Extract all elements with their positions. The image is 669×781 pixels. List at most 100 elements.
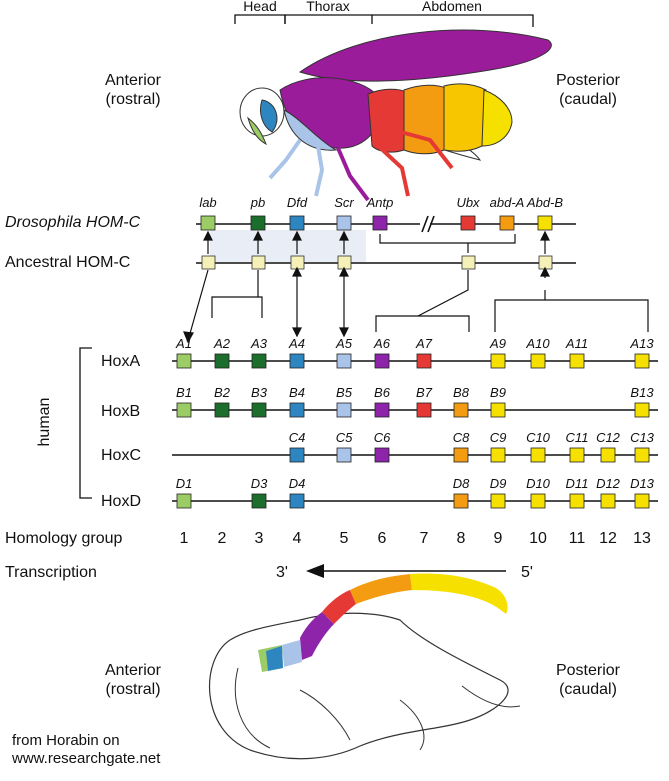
gene-label-c8: C8 [453,430,470,445]
homology-group-7: 7 [420,530,429,547]
gene-box-abd-b [537,215,553,231]
gene-label-d13: D13 [630,476,655,491]
gene-box-b8 [453,402,469,418]
credit-line-2: www.researchgate.net [12,750,161,767]
gene-label-a5: A5 [335,336,353,351]
gene-box-d1 [176,493,192,509]
gene-box-b3 [251,402,267,418]
gene-label-a6: A6 [373,336,391,351]
gene-box-b13 [634,402,650,418]
homology-group-8: 8 [457,530,466,547]
gene-box-a9 [490,353,506,369]
human-bracket [79,347,92,499]
gene-box-a10 [530,353,546,369]
gene-label-c6: C6 [374,430,391,445]
ancestral-box-2 [251,255,266,270]
gene-label-d3: D3 [251,476,268,491]
bottom-anterior-sub: (rostral) [105,681,160,698]
gene-box-a11 [569,353,585,369]
gene-label-a9: A9 [489,336,506,351]
homology-group-12: 12 [599,530,617,547]
gene-box-abd-a [499,215,515,231]
segment-brackets [234,14,534,27]
gene-label-d9: D9 [490,476,507,491]
gene-box-a1 [176,353,192,369]
ancestral-human-links [183,266,649,344]
gene-box-a5 [336,353,352,369]
gene-label-c13: C13 [630,430,655,445]
fly-abdomen-4 [481,89,513,147]
drosophila-label: Drosophila HOM-C [5,214,141,231]
gene-label-a11: A11 [565,336,588,351]
fly-abdomen-3 [443,83,487,152]
top-anterior-label: Anterior [105,72,162,89]
top-posterior-sub: (caudal) [559,91,617,108]
gene-label-a10: A10 [525,336,550,351]
gene-box-a6 [374,353,390,369]
gene-label-abd-b: Abd-B [526,195,563,210]
gene-box-ubx [460,215,476,231]
gene-box-dfd [289,215,305,231]
gene-label-a13: A13 [629,336,654,351]
gene-label-dfd: Dfd [287,195,308,210]
gene-label-antp: Antp [366,195,394,210]
ancestral-row [196,255,576,270]
homology-group-9: 9 [494,530,503,547]
gene-box-c8 [453,447,469,463]
credit: from Horabin on www.researchgate.net [12,732,160,768]
gene-box-a4 [289,353,305,369]
gene-box-d12 [600,493,616,509]
gene-box-c11 [569,447,585,463]
gene-label-c5: C5 [336,430,353,445]
gene-box-b5 [336,402,352,418]
gene-label-b4: B4 [289,385,305,400]
gene-box-d9 [490,493,506,509]
human-label: human [36,398,53,447]
segment-thorax: Thorax [306,0,350,14]
fly-abdomen-2 [403,84,447,155]
cluster-label-hoxa: HoxA [101,353,140,370]
gene-label-b9: B9 [490,385,506,400]
bottom-posterior-label: Posterior [556,662,621,679]
gene-box-d3 [251,493,267,509]
gene-label-b3: B3 [251,385,268,400]
gene-box-c4 [289,447,305,463]
fly-illustration [239,29,552,202]
top-posterior-label: Posterior [556,72,621,89]
gene-label-a3: A3 [250,336,268,351]
gene-label-c12: C12 [596,430,621,445]
gene-label-a2: A2 [213,336,231,351]
gene-label-pb: pb [250,195,265,210]
cluster-label-hoxc: HoxC [101,447,141,464]
segment-head: Head [243,0,276,14]
gene-label-b7: B7 [416,385,433,400]
gene-box-lab [200,215,216,231]
gene-box-b4 [289,402,305,418]
drosophila-row: lab pb Dfd Scr Antp Ubx abd-A Abd-B [196,195,576,262]
gene-box-c10 [530,447,546,463]
gene-label-d8: D8 [453,476,470,491]
homology-group-1: 1 [180,530,189,547]
gene-label-c11: C11 [566,430,589,445]
gene-label-a7: A7 [415,336,433,351]
gene-label-b5: B5 [336,385,353,400]
gene-box-b2 [214,402,230,418]
transcription-arrow-head [306,564,324,578]
gene-box-b7 [416,402,432,418]
homology-group-3: 3 [255,530,264,547]
gene-label-abd-a: abd-A [490,195,525,210]
gene-box-c6 [374,447,390,463]
ancestral-box-3 [290,255,305,270]
gene-label-d12: D12 [596,476,621,491]
homology-group-10: 10 [529,530,547,547]
ancestral-box-4 [337,255,352,270]
gene-box-b9 [490,402,506,418]
gene-label-c4: C4 [289,430,306,445]
gene-box-a13 [634,353,650,369]
gene-label-a1: A1 [175,336,192,351]
ancestral-box-5 [461,255,476,270]
gene-label-a4: A4 [288,336,305,351]
cluster-label-hoxb: HoxB [101,403,140,420]
